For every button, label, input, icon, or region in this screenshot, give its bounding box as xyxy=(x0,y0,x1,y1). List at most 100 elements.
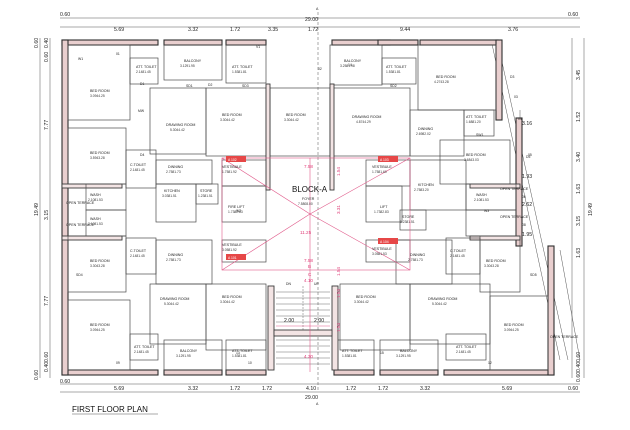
bl-balcony-size: 3.1291.95 xyxy=(176,354,191,358)
tr-bed3-name: BED ROOM xyxy=(466,153,486,157)
tr-bed2-size: 3.3044.42 xyxy=(284,118,299,122)
opening-tags: D1 D2 D3 D4 D5 W1 W2 W3 V1 SD1 SD2 SD3 S… xyxy=(76,45,537,365)
tr-bed2-name: BED ROOM xyxy=(286,113,306,117)
tl-bed-name: BED ROOM xyxy=(90,89,110,93)
tag-02: 02 xyxy=(318,67,322,71)
tr-store-size: 1.2381.51 xyxy=(400,220,415,224)
tl-balcony-size: 3.1291.95 xyxy=(180,64,195,68)
dim-right-3: 1.63 xyxy=(576,184,582,194)
dimension-bottom: 0.60 5.69 3.32 1.72 1.72 4.10 1.72 1.72 … xyxy=(60,379,580,406)
pink-dim-3: 7.58 xyxy=(304,258,313,263)
tl-ctoilet-size: 2.1481.45 xyxy=(130,168,145,172)
tag-d1: D1 xyxy=(140,82,144,86)
br-bed-name: BED ROOM xyxy=(486,259,506,263)
tag-sd3: SD3 xyxy=(242,84,249,88)
pink-dim-4: 4.10 xyxy=(304,278,313,283)
flat-label-a102: A 102 xyxy=(228,158,237,162)
core-labels: BLOCK-A FOYER 7.5808.00 FIRE LIFT 1.7382… xyxy=(228,185,389,214)
br-att-name: ATT. TOILET xyxy=(456,345,477,349)
tl-wash-size: 2.1081.53 xyxy=(88,198,103,202)
tag-06: 06 xyxy=(522,195,526,199)
tl-att2-name: ATT. TOILET xyxy=(232,65,253,69)
bl-bed-size: 3.3043.28 xyxy=(90,264,105,268)
tl-bed3-size: 3.3044.42 xyxy=(220,118,235,122)
tr-drawing-name: DRAWING ROOM xyxy=(352,115,381,119)
bl-bed2-name: BED ROOM xyxy=(90,323,110,327)
br-drawing-size: 5.3044.42 xyxy=(432,302,447,306)
dim-right-5: 1.63 xyxy=(576,248,582,258)
axis-marker-top: A xyxy=(316,7,319,11)
tag-d3: D3 xyxy=(510,75,514,79)
interior-walls xyxy=(61,44,549,371)
br-drawing-name: DRAWING ROOM xyxy=(428,297,457,301)
tr-bed-size: 4.2743.28 xyxy=(434,80,449,84)
tl-drawing-size: 5.3044.42 xyxy=(170,128,185,132)
bl-att2-size: 1.5381.81 xyxy=(232,354,247,358)
br-ctoilet-size: 2.1481.45 xyxy=(450,254,465,258)
dim-top-0: 0.60 xyxy=(60,12,70,18)
tag-d2: D2 xyxy=(208,83,212,87)
tl-balcony-name: BALCONY xyxy=(184,59,202,63)
br-bed3-name: BED ROOM xyxy=(356,295,376,299)
tl-store-size: 1.2381.51 xyxy=(198,194,213,198)
tl-att-size: 2.1481.45 xyxy=(136,70,151,74)
tag-05: 05 xyxy=(528,153,532,157)
pink-dim-2: 11.25 xyxy=(300,230,312,235)
outer-walls xyxy=(61,39,555,376)
dim-top-8: 0.60 xyxy=(568,12,578,18)
open-terrace-left-2: OPEN TERRACE xyxy=(66,223,95,227)
tag-d4: D4 xyxy=(140,153,144,157)
tag-sd4: SD4 xyxy=(76,273,83,277)
bl-bed3-name: BED ROOM xyxy=(222,295,242,299)
lift-name: LIFT xyxy=(380,205,388,209)
dim-top-6: 9.44 xyxy=(400,27,410,33)
stair-b-label: B xyxy=(308,264,311,269)
flat-vestibule-a103: VESTIBULE xyxy=(372,165,392,169)
tl-wash2-name: WASH xyxy=(90,217,101,221)
bl-drawing-size: 5.3044.42 xyxy=(164,302,179,306)
pink-dim-9: 1.54 xyxy=(336,323,341,332)
tl-wash-name: WASH xyxy=(90,193,101,197)
dim-top-2: 3.32 xyxy=(188,27,198,33)
axis-marker-bottom: A xyxy=(316,402,319,406)
tag-d5: D5 xyxy=(526,155,530,159)
bl-att2-name: ATT. TOILET xyxy=(232,349,253,353)
dim-left-5: 7.77 xyxy=(44,296,50,306)
stair-c-label: C xyxy=(308,272,312,277)
tr-att-name: ATT. TOILET xyxy=(386,65,407,69)
tr-bed-name: BED ROOM xyxy=(436,75,456,79)
tag-sd1: SD1 xyxy=(186,84,193,88)
dim-right-inner-2: 2.62 xyxy=(522,202,532,208)
tl-dinning-name: DINNING xyxy=(168,165,183,169)
bl-dinning-size: 2.7581.73 xyxy=(166,258,181,262)
dimension-left: 0.60 0.40 0.60 7.77 3.15 7.77 0.60 0.40 … xyxy=(34,38,51,380)
dim-bottom-2: 3.32 xyxy=(188,386,198,392)
stair-up-label: UP xyxy=(314,282,319,286)
dim-left-3: 7.77 xyxy=(44,120,50,130)
dim-right-total: 19.49 xyxy=(588,203,594,216)
dim-top-7: 3.76 xyxy=(508,27,518,33)
room-labels: BED ROOM 3.0944.25 BALCONY 3.1291.95 ATT… xyxy=(66,59,579,358)
plan-title: FIRST FLOOR PLAN xyxy=(72,405,148,414)
flat-tags: A 102 VESTIBULE 1.7581.92 A 103 VESTIBUL… xyxy=(222,156,398,260)
tr-kitchen-size: 2.7583.20 xyxy=(414,188,429,192)
dim-right-4: 3.15 xyxy=(576,216,582,226)
dimension-top: 0.60 5.69 3.32 1.72 3.35 1.72 9.44 3.76 … xyxy=(60,7,580,392)
tl-wash2-size: 2.1081.53 xyxy=(88,222,103,226)
foyer-size: 7.5808.00 xyxy=(298,202,313,206)
flat-vestibule-a102: VESTIBULE xyxy=(222,165,242,169)
dim-right-0: 3.45 xyxy=(576,70,582,80)
dim-bottom-3: 1.72 xyxy=(230,386,240,392)
open-terrace-right-mid: OPEN TERRACE xyxy=(500,215,529,219)
dim-left-0: 0.60 xyxy=(34,38,40,48)
tr-dinning-name: DINNING xyxy=(418,127,433,131)
dim-top-5: 1.72 xyxy=(308,27,318,33)
tl-store-name: STORE xyxy=(200,189,213,193)
bl-balcony-name: BALCONY xyxy=(180,349,198,353)
bl-bed-name: BED ROOM xyxy=(90,259,110,263)
dim-bottom-6: 1.72 xyxy=(346,386,356,392)
open-terrace-right-top: OPEN TERRACE xyxy=(500,187,529,191)
tl-bed2-name: BED ROOM xyxy=(90,151,110,155)
tr-wash-name: WASH xyxy=(476,193,487,197)
